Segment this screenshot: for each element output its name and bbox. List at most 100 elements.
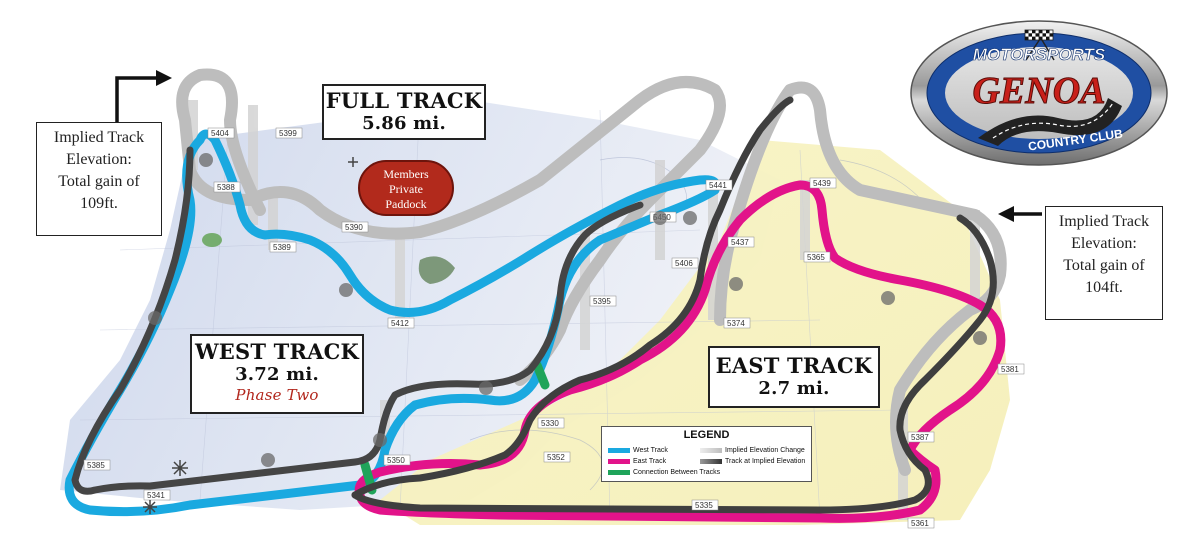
legend-item-west-track: West Track: [608, 447, 668, 455]
elevation-marker-text: 5404: [211, 129, 229, 138]
legend-item-implied-elevation: Implied Elevation Change: [700, 447, 805, 455]
elevation-marker-text: 5341: [147, 491, 165, 500]
legend-swatch: [608, 458, 630, 464]
full-track-label: FULL TRACK 5.86 mi.: [322, 84, 486, 140]
elevation-marker: 5437: [727, 236, 755, 248]
elevation-marker: 5389: [269, 241, 297, 253]
elevation-marker-text: 5406: [675, 259, 693, 268]
members-private-paddock: Members Private Paddock: [358, 160, 454, 216]
legend-swatch: [608, 447, 630, 453]
elevation-marker: 5374: [723, 317, 751, 329]
elevation-marker-text: 5439: [813, 179, 831, 188]
legend-item-label: Implied Elevation Change: [725, 447, 805, 454]
elevation-marker-text: 5437: [731, 238, 749, 247]
elevation-marker: 5361: [907, 517, 935, 529]
elevation-marker-text: 5399: [279, 129, 297, 138]
elevation-marker-text: 5365: [807, 253, 825, 262]
full-track-distance: 5.86 mi.: [362, 113, 446, 134]
elevation-marker: 5335: [691, 499, 719, 511]
elevation-marker-text: 5387: [911, 433, 929, 442]
elevation-note-line: Elevation:: [1071, 235, 1137, 252]
elevation-marker: 5390: [341, 221, 369, 233]
legend-item-connection: Connection Between Tracks: [608, 469, 720, 477]
elevation-note-right: Implied Track Elevation: Total gain of 1…: [1045, 206, 1163, 320]
pond: [202, 233, 222, 247]
elevation-marker: 5388: [213, 181, 241, 193]
elevation-marker: 5404: [207, 127, 235, 139]
legend-swatch: [608, 469, 630, 475]
paddock-line: Private: [389, 182, 423, 196]
east-track-title: EAST TRACK: [715, 353, 873, 378]
elevation-marker-text: 5350: [387, 456, 405, 465]
elevation-marker: 5365: [803, 251, 831, 263]
elevation-marker-text: 5335: [695, 501, 713, 510]
elevation-marker-text: 5388: [217, 183, 235, 192]
track-at-elevation-south: [351, 214, 997, 514]
logo-road: [978, 98, 1122, 146]
arrow-left-icon: [998, 206, 1042, 222]
paddock-line: Members: [383, 167, 429, 181]
elevation-marker-text: 5390: [345, 223, 363, 232]
elevation-marker-text: 5385: [87, 461, 105, 470]
west-track-phase: Phase Two: [235, 386, 319, 404]
legend-item-east-track: East Track: [608, 458, 666, 466]
elevation-marker: 5341: [143, 489, 171, 501]
legend-item-label: Connection Between Tracks: [633, 469, 721, 476]
elevation-marker: 5387: [907, 431, 935, 443]
east-track-label: EAST TRACK 2.7 mi.: [708, 346, 880, 408]
turn-markers: [148, 153, 987, 467]
logo-main-text: GENOA: [972, 70, 1105, 112]
track-full-elevated-east: [714, 81, 1007, 476]
legend-item-label: West Track: [633, 447, 668, 454]
elevation-marker: 5406: [671, 257, 699, 269]
elevation-marker: 5441: [705, 179, 733, 191]
legend-item-track-at-elevation: Track at Implied Elevation: [700, 458, 805, 466]
elevation-note-line: Implied Track: [1058, 213, 1150, 230]
elevation-marker-text: 5441: [709, 181, 727, 190]
paddock-line: Paddock: [385, 197, 427, 211]
west-track-label: WEST TRACK 3.72 mi. Phase Two: [190, 334, 364, 414]
elevation-marker-text: 5381: [1001, 365, 1019, 374]
vegetation-icons: [143, 157, 358, 514]
elevation-marker: 5381: [997, 363, 1025, 375]
elevation-marker: 5412: [387, 317, 415, 329]
elevation-marker: 5395: [589, 295, 617, 307]
legend: LEGEND West Track East Track Connection …: [601, 426, 812, 482]
track-at-elevation-east: [351, 96, 794, 499]
elevation-note-line: 104ft.: [1085, 279, 1123, 296]
elevation-marker: 5399: [275, 127, 303, 139]
west-track-distance: 3.72 mi.: [235, 364, 319, 385]
elevation-marker: 5352: [543, 451, 571, 463]
full-track-title: FULL TRACK: [325, 88, 483, 113]
elevation-marker: 5330: [537, 417, 565, 429]
elevation-marker-text: 5395: [593, 297, 611, 306]
elevation-note-line: Total gain of: [1063, 257, 1145, 274]
track-connection-1: [532, 360, 550, 390]
elevation-note-line: Implied Track: [53, 129, 145, 146]
legend-item-label: Track at Implied Elevation: [725, 458, 806, 465]
track-full-elevated: [176, 68, 726, 386]
elevation-marker: 5439: [809, 177, 837, 189]
elevation-marker-text: 5361: [911, 519, 929, 528]
genoa-logo: MOTORSPORTS GENOA COUNTRY CLUB: [910, 20, 1168, 166]
elevation-marker-text: 5330: [541, 419, 559, 428]
elevation-marker: 5350: [383, 454, 411, 466]
elevation-note-line: 109ft.: [80, 195, 118, 212]
legend-item-label: East Track: [633, 458, 667, 465]
checkered-flags-icon: [1024, 29, 1055, 61]
logo-top-text: MOTORSPORTS: [973, 45, 1106, 64]
elevation-note-line: Elevation:: [66, 151, 132, 168]
elevation-note-left: Implied Track Elevation: Total gain of 1…: [36, 122, 162, 236]
west-track-title: WEST TRACK: [194, 339, 360, 364]
elevation-marker: 5385: [83, 459, 111, 471]
east-track-distance: 2.7 mi.: [758, 378, 830, 399]
arrow-right-icon: [115, 70, 172, 124]
elevation-note-line: Total gain of: [58, 173, 140, 190]
lake: [418, 256, 455, 284]
legend-swatch: [700, 447, 722, 453]
elevation-marker-text: 5389: [273, 243, 291, 252]
legend-swatch: [700, 458, 722, 464]
elevation-marker-text: 5352: [547, 453, 565, 462]
legend-title: LEGEND: [683, 429, 730, 441]
